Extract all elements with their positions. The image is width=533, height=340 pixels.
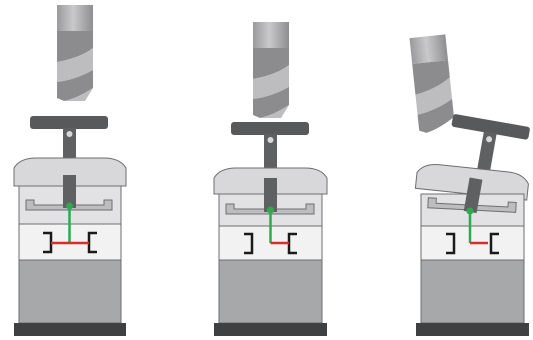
panel-1 (13, 5, 127, 336)
lower-block-1 (18, 259, 122, 324)
switch-bracket-left-2 (244, 232, 254, 255)
probe-cap-2 (231, 122, 309, 135)
base-plate-2 (214, 323, 327, 336)
switch-bracket-left-3 (446, 232, 456, 255)
base-plate-1 (14, 323, 126, 336)
pivot-dot-1 (66, 202, 73, 210)
switch-bracket-right-3 (489, 232, 499, 255)
probe-cap-3 (451, 114, 530, 140)
pivot-dot-3 (466, 207, 474, 215)
base-plate-3 (416, 323, 529, 336)
lower-block-2 (218, 259, 323, 324)
panel-2 (213, 22, 328, 336)
pivot-dot-2 (267, 206, 274, 214)
lower-block-3 (420, 259, 525, 324)
probe-cap-1 (30, 116, 108, 129)
panel-3 (409, 34, 530, 336)
housing-top-1 (13, 157, 127, 187)
cutting-tool-2 (253, 22, 289, 118)
cutting-tool-3 (409, 34, 454, 133)
cutting-tool-1 (57, 5, 93, 101)
